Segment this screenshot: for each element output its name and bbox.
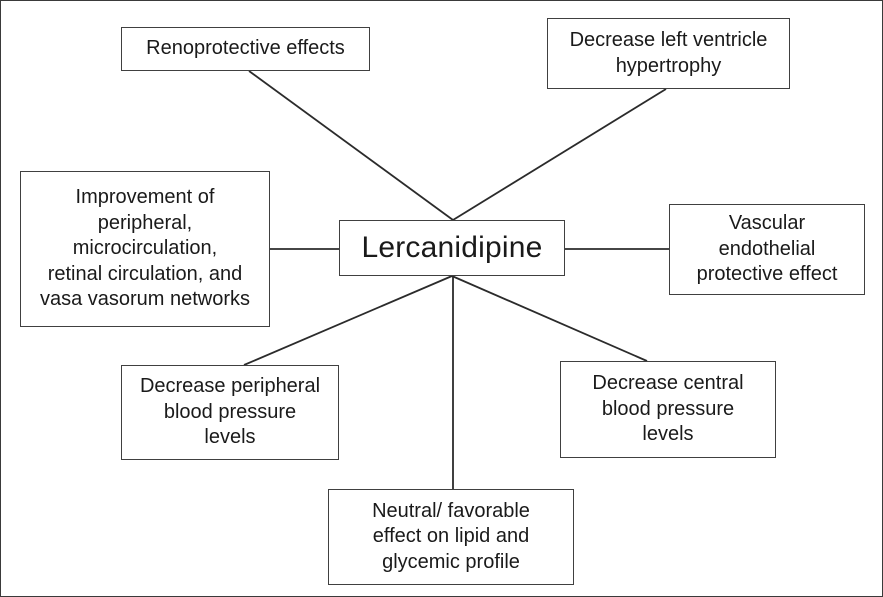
node-improvement-of-peripheral-microcirculation[interactable]: Improvement of peripheral, microcirculat… <box>20 171 270 327</box>
node-label-improvement-of-peripheral-microcirculation: Improvement of peripheral, microcirculat… <box>39 186 251 311</box>
node-decrease-central-blood-pressure-levels[interactable]: Decrease central blood pressure levels <box>560 361 776 458</box>
node-label-vascular-endothelial-protective-effect: Vascular endothelial protective effect <box>696 212 838 286</box>
node-label-decrease-central-blood-pressure-levels: Decrease central blood pressure levels <box>592 372 744 446</box>
edge-lercanidipine-decrease-central-blood-pressure-levels <box>451 275 648 362</box>
node-neutral-favorable-effect-lipid-glycemic[interactable]: Neutral/ favorable effect on lipid and g… <box>328 489 574 585</box>
edge-lercanidipine-decrease-peripheral-blood-pressure-levels <box>243 275 453 366</box>
node-label-decrease-left-ventricle-hypertrophy: Decrease left ventricle hypertrophy <box>569 28 768 77</box>
node-decrease-left-ventricle-hypertrophy[interactable]: Decrease left ventricle hypertrophy <box>547 18 790 89</box>
node-renoprotective-effects[interactable]: Renoprotective effects <box>121 27 370 71</box>
node-label-decrease-peripheral-blood-pressure-levels: Decrease peripheral blood pressure level… <box>139 375 321 449</box>
node-label-lercanidipine: Lercanidipine <box>361 230 543 264</box>
edge-lercanidipine-renoprotective-effects <box>248 70 454 221</box>
node-lercanidipine[interactable]: Lercanidipine <box>339 220 565 276</box>
node-vascular-endothelial-protective-effect[interactable]: Vascular endothelial protective effect <box>669 204 865 295</box>
edge-lercanidipine-decrease-left-ventricle-hypertrophy <box>452 88 667 221</box>
node-label-neutral-favorable-effect-lipid-glycemic: Neutral/ favorable effect on lipid and g… <box>372 499 530 573</box>
node-label-renoprotective-effects: Renoprotective effects <box>146 37 345 60</box>
node-decrease-peripheral-blood-pressure-levels[interactable]: Decrease peripheral blood pressure level… <box>121 365 339 460</box>
